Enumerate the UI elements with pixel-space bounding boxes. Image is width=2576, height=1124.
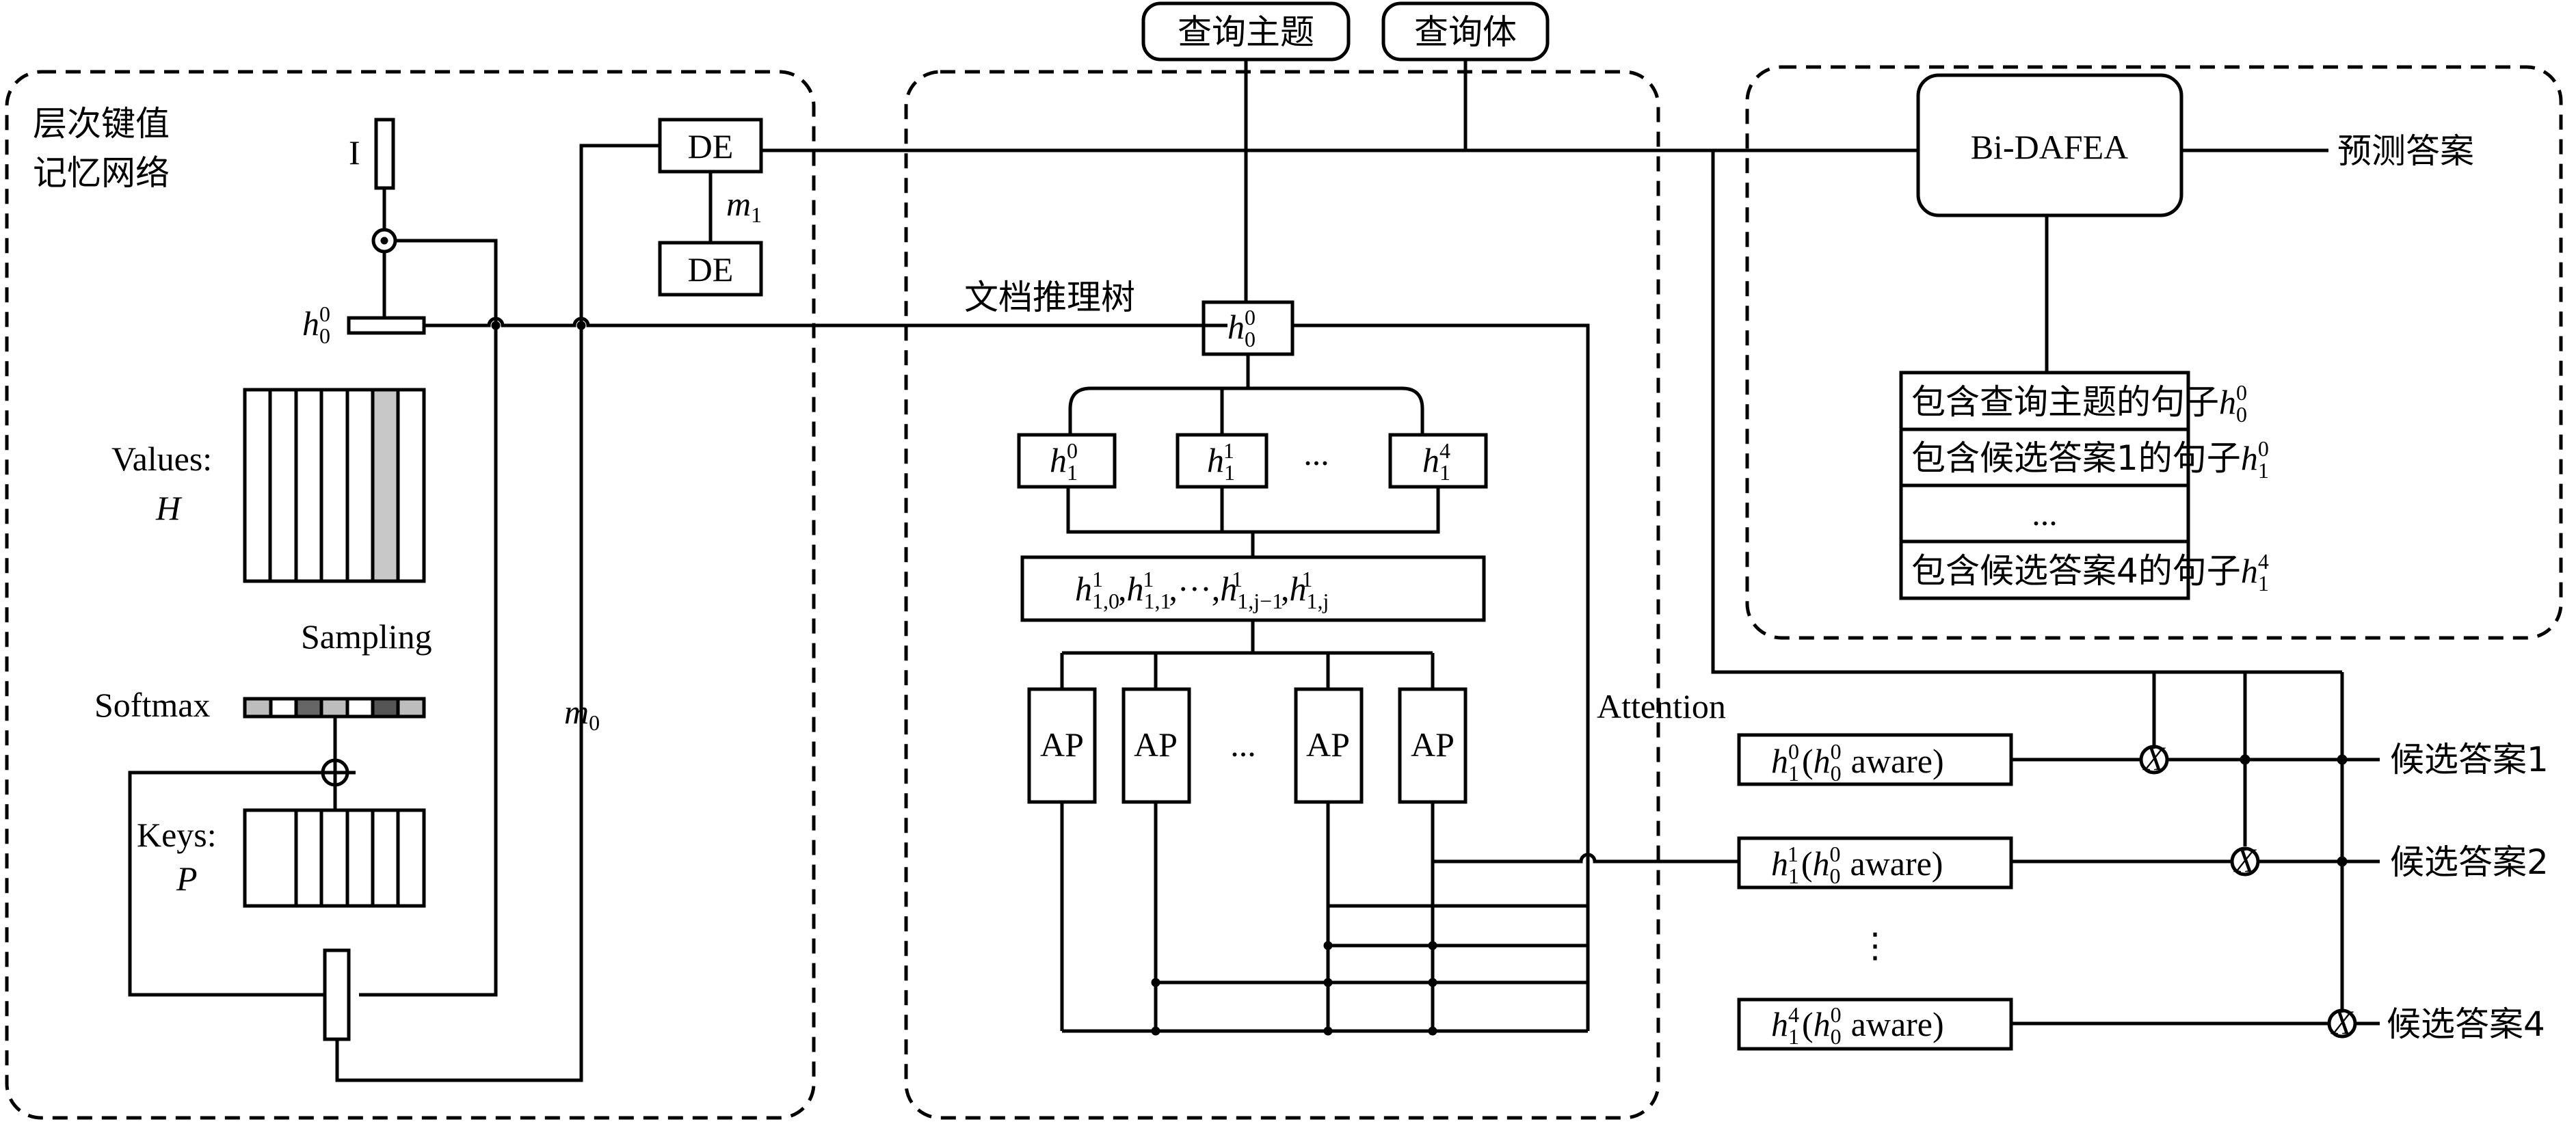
tree-node-h1-4-label: h14 bbox=[1422, 438, 1450, 485]
candidate-answer-label-2: 候选答案2 bbox=[2390, 842, 2549, 882]
m0-label: m0 bbox=[564, 693, 600, 735]
bidafea-box bbox=[1916, 73, 2183, 217]
keys-matrix bbox=[243, 808, 426, 908]
candidate-answer-label-4: 候选答案4 bbox=[2387, 1004, 2545, 1044]
sentence-list-ellipsis: ... bbox=[2032, 494, 2058, 533]
tree-ellipsis: ... bbox=[1303, 434, 1329, 472]
values-matrix bbox=[243, 388, 426, 583]
softmax-label: Softmax bbox=[94, 686, 210, 724]
reasoning-tree-title: 文档推理树 bbox=[964, 278, 1135, 317]
query-body-label: 查询体 bbox=[1414, 12, 1517, 52]
gate-symbol-2: X bbox=[2233, 841, 2257, 879]
input-label: I bbox=[349, 133, 360, 172]
memory-network-region bbox=[5, 70, 816, 1120]
gate-symbol-1: X bbox=[2142, 739, 2166, 777]
h0-bar bbox=[347, 316, 426, 335]
attention-label: Attention bbox=[1597, 687, 1726, 725]
sentence-list-item-2: 包含候选答案1的句子h10 bbox=[1911, 436, 2269, 483]
tree-root-label: h00 bbox=[1227, 305, 1256, 351]
candidate-answer-label-1: 候选答案1 bbox=[2390, 740, 2549, 779]
values-symbol: H bbox=[155, 489, 183, 527]
controller-bar bbox=[323, 948, 351, 1041]
memory-network-title-line2: 记忆网络 bbox=[33, 153, 170, 193]
ap-label-4: AP bbox=[1411, 725, 1455, 764]
ap-label-2: AP bbox=[1134, 725, 1178, 764]
ap-label-3: AP bbox=[1306, 725, 1350, 764]
values-label: Values: bbox=[111, 440, 212, 478]
ap-label-1: AP bbox=[1040, 725, 1084, 764]
keys-symbol: P bbox=[176, 859, 198, 898]
tree-sequence-label: h1,01,h1,11,···,h1,j−11,h1,j1 bbox=[1075, 567, 1329, 613]
gate-symbol-4: X bbox=[2331, 1003, 2354, 1041]
tree-node-h1-0-label: h10 bbox=[1050, 438, 1078, 485]
bidafea-label: Bi-DAFEA bbox=[1971, 128, 2129, 166]
m1-label: m1 bbox=[726, 185, 762, 227]
de-bottom-label: DE bbox=[688, 250, 734, 289]
ap-ellipsis: ... bbox=[1230, 725, 1256, 764]
keys-label: Keys: bbox=[137, 816, 217, 854]
de-top-label: DE bbox=[688, 127, 734, 165]
input-bar bbox=[374, 118, 395, 190]
query-topic-label: 查询主题 bbox=[1178, 12, 1314, 52]
memory-network-title-line1: 层次键值 bbox=[33, 104, 170, 144]
candidate-vdots: ⋮ bbox=[1858, 926, 1892, 965]
h0-label: h00 bbox=[302, 302, 330, 348]
sampling-label: Sampling bbox=[301, 617, 432, 656]
sentence-list-item-1: 包含查询主题的句子h00 bbox=[1911, 380, 2247, 427]
tree-node-h1-1-label: h11 bbox=[1207, 438, 1234, 485]
predicted-answer-label: 预测答案 bbox=[2337, 131, 2474, 171]
bidafea-region bbox=[1745, 65, 2563, 640]
sentence-list-item-4: 包含候选答案4的句子h14 bbox=[1911, 549, 2269, 596]
